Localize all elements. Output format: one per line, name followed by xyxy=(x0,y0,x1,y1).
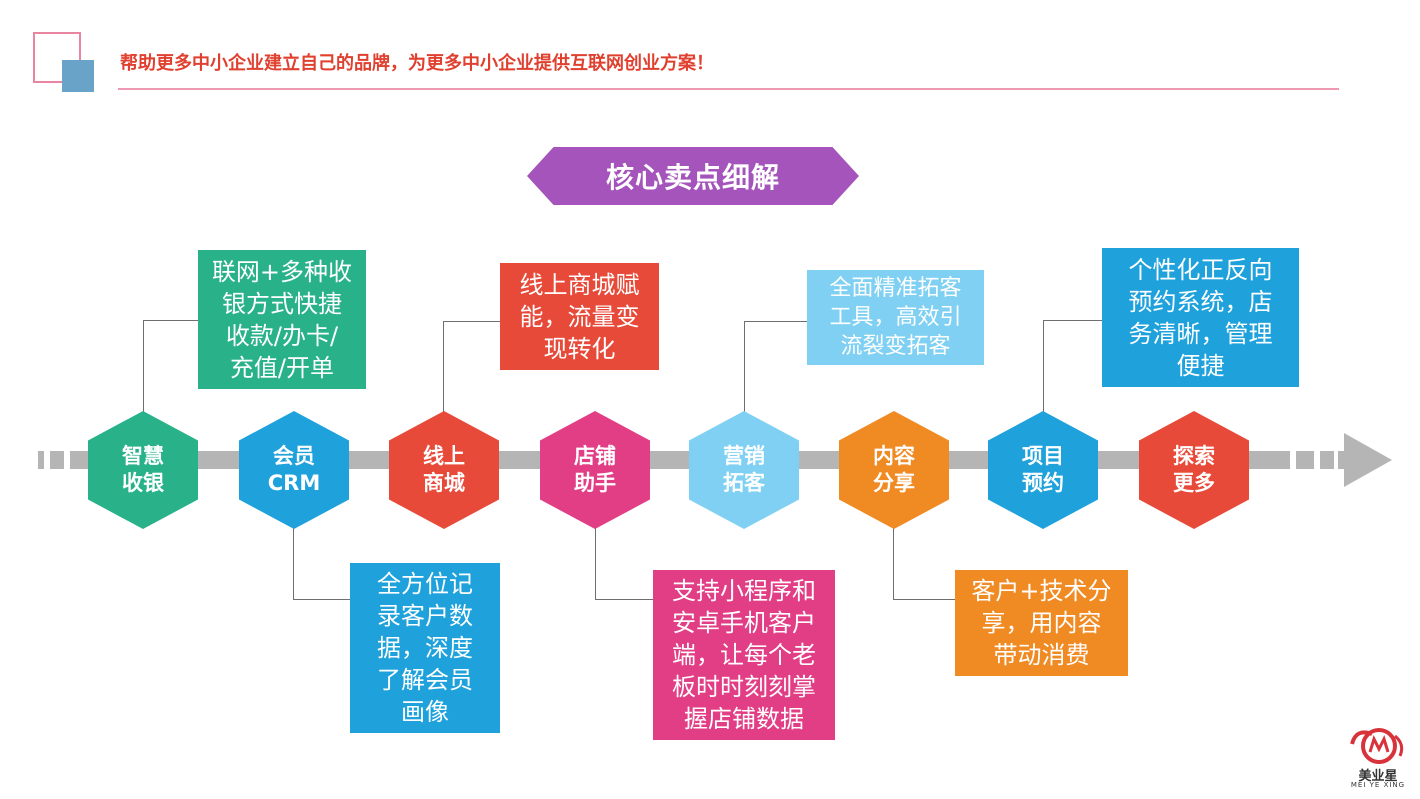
arrow-tail-dash-2 xyxy=(50,451,64,469)
callout-store-assistant: 支持小程序和 安卓手机客户 端，让每个老 板时时刻刻掌 握店铺数据 xyxy=(653,570,835,740)
connector-7 xyxy=(1043,320,1103,413)
corner-filled-square xyxy=(62,60,94,92)
connector-5 xyxy=(744,321,808,413)
arrow-head-dash-1 xyxy=(1296,451,1314,469)
title-banner xyxy=(527,147,859,205)
connector-6 xyxy=(893,528,956,600)
callout-member-crm: 全方位记 录客户数 据，深度 了解会员 画像 xyxy=(350,563,500,733)
header-divider xyxy=(118,88,1339,90)
connector-3 xyxy=(443,321,501,413)
diagram-title: 核心卖点细解 xyxy=(605,161,780,194)
connector-1 xyxy=(143,320,199,413)
callout-content-share: 客户+技术分 享，用内容 带动消费 xyxy=(955,570,1128,676)
arrow-head xyxy=(1344,433,1392,487)
arrow-tail-dash-1 xyxy=(38,451,44,469)
logo-name: 美业星 xyxy=(1358,769,1398,784)
connector-4 xyxy=(595,528,654,600)
callout-smart-cashier: 联网+多种收 银方式快捷 收款/办卡/ 充值/开单 xyxy=(198,250,366,389)
arrow-head-dash-3 xyxy=(1338,451,1344,469)
callout-online-mall: 线上商城赋 能，流量变 现转化 xyxy=(500,263,659,370)
callout-appointment: 个性化正反向 预约系统，店 务清晰，管理 便捷 xyxy=(1102,248,1299,387)
connector-2 xyxy=(293,528,351,600)
callout-marketing: 全面精准拓客 工具，高效引 流裂变拓客 xyxy=(807,270,984,365)
corner-outline-square xyxy=(33,32,81,83)
node-explore-more: 探索 更多 xyxy=(1139,411,1249,529)
header-tagline: 帮助更多中小企业建立自己的品牌，为更多中小企业提供互联网创业方案！ xyxy=(120,53,714,74)
meiyexing-logo-icon xyxy=(1350,728,1404,764)
logo-subtitle: MEI YE XING xyxy=(1350,781,1406,789)
arrow-tail-dash-3 xyxy=(70,451,88,469)
arrow-head-dash-2 xyxy=(1320,451,1334,469)
